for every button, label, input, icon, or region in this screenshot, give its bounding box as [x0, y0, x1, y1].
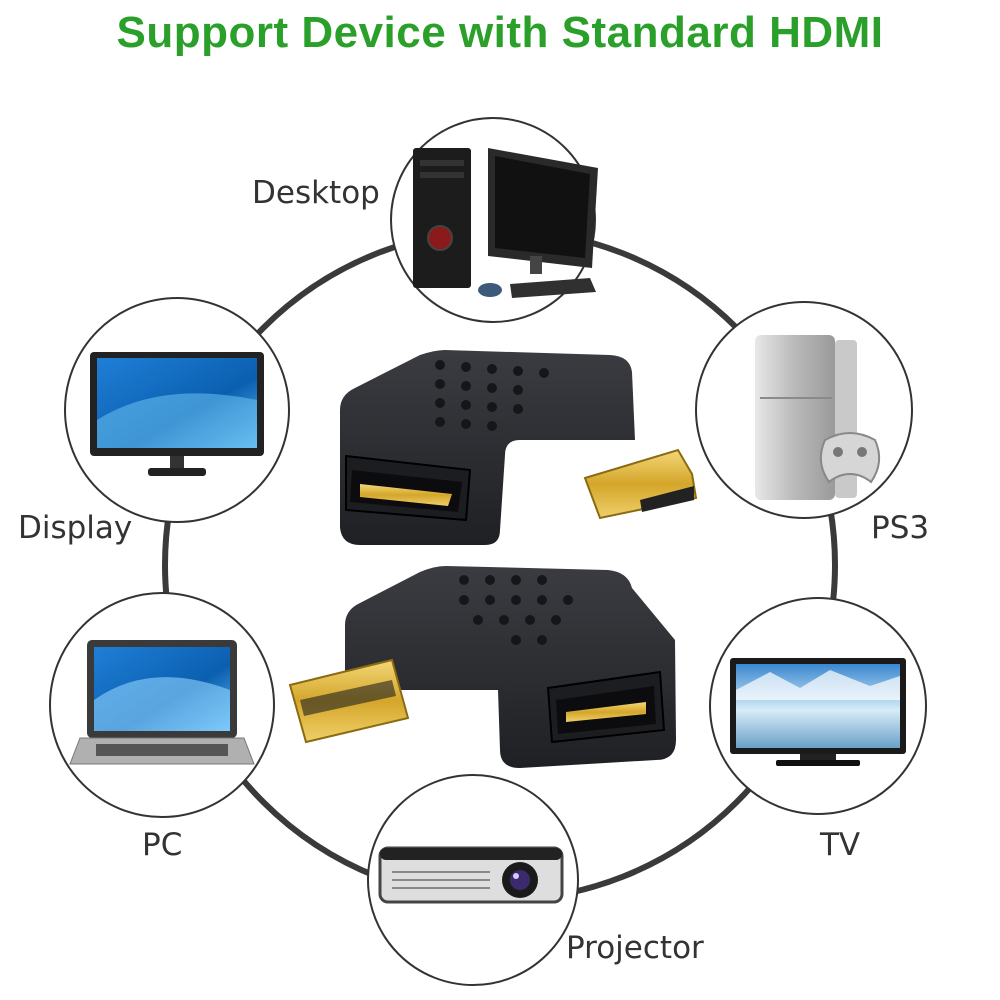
device-circle-pc	[49, 592, 275, 818]
device-label-desktop: Desktop	[252, 175, 380, 211]
device-label-tv: TV	[820, 827, 861, 863]
device-circle-display	[64, 297, 290, 523]
desktop-computer-icon	[413, 148, 598, 298]
projector-icon	[378, 846, 564, 904]
device-circle-ps3	[695, 301, 913, 519]
monitor-icon	[90, 352, 264, 476]
hdmi-adapter-lower	[288, 566, 676, 768]
device-circle-tv	[709, 597, 927, 815]
device-circle-projector	[367, 774, 579, 986]
device-label-projector: Projector	[566, 930, 704, 966]
tv-icon	[730, 658, 906, 766]
headline: Support Device with Standard HDMI	[116, 8, 884, 57]
device-label-ps3: PS3	[871, 510, 930, 546]
device-label-display: Display	[18, 510, 133, 546]
laptop-icon	[69, 640, 255, 765]
hdmi-adapter-upper	[340, 350, 698, 545]
ps3-console-icon	[755, 335, 881, 500]
device-label-pc: PC	[142, 827, 183, 863]
device-circle-desktop	[390, 117, 598, 323]
